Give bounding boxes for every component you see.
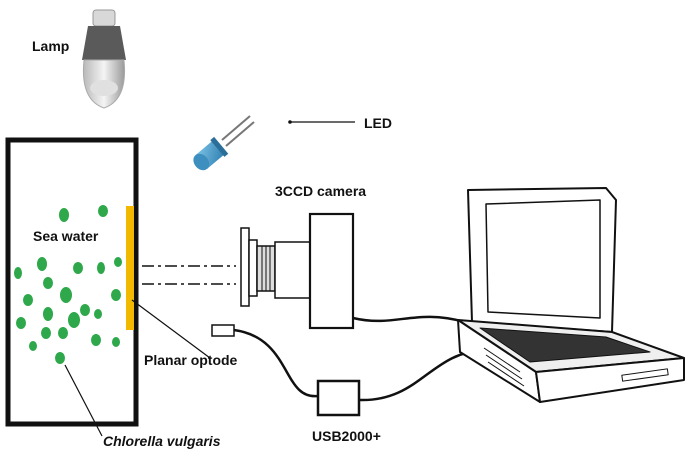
optode-leader-line xyxy=(131,299,211,359)
organism-leader-line xyxy=(64,364,103,437)
laptop-icon xyxy=(457,187,685,403)
fiber-probe xyxy=(211,324,235,337)
led-label: LED xyxy=(364,115,392,131)
algae-cells xyxy=(14,205,122,364)
light-bulb-icon xyxy=(82,9,126,109)
lamp-label: Lamp xyxy=(32,38,70,54)
camera-label: 3CCD camera xyxy=(275,183,367,199)
planar-optode-strip xyxy=(126,206,134,330)
light-path xyxy=(142,265,236,285)
spectrometer-box xyxy=(316,379,361,417)
sea-water-label: Sea water xyxy=(33,228,99,244)
planar-optode-label: Planar optode xyxy=(144,352,238,368)
organism-label: Chlorella vulgaris xyxy=(103,433,221,449)
sea-water-tank xyxy=(5,137,139,427)
led-icon xyxy=(193,115,255,171)
spectrometer-label: USB2000+ xyxy=(312,428,381,444)
camera-icon xyxy=(240,212,355,330)
led-pointer xyxy=(288,120,355,124)
